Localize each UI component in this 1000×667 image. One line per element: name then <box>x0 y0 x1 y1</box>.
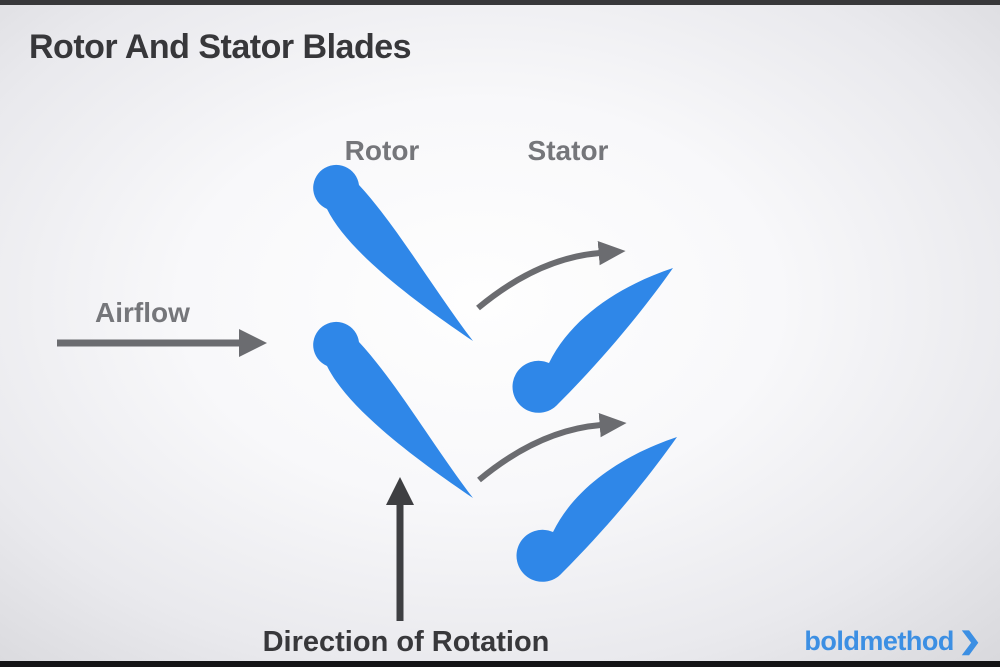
brand-name: boldmethod <box>804 626 954 656</box>
direction-of-rotation-label: Direction of Rotation <box>262 626 550 658</box>
rotor-blade-1 <box>313 164 473 341</box>
brand-logo: boldmethod ❯ <box>804 626 982 657</box>
airflow-label: Airflow <box>95 297 190 328</box>
bottom-edge-bar <box>0 661 1000 667</box>
top-edge-bar <box>0 0 1000 5</box>
airflow-arrowhead-icon <box>239 329 267 357</box>
rotor-blade-2 <box>313 321 473 498</box>
direction-arrowhead-icon <box>386 477 414 505</box>
flow-arrow-2 <box>477 412 627 483</box>
stator-blade-2 <box>516 437 677 582</box>
flow-arrow-1 <box>476 240 626 311</box>
brand-chevron-icon: ❯ <box>958 628 982 655</box>
page-title: Rotor And Stator Blades <box>29 28 412 66</box>
rotor-label: Rotor <box>344 135 420 166</box>
stator-label: Stator <box>527 135 609 166</box>
stator-blade-1 <box>512 268 673 413</box>
